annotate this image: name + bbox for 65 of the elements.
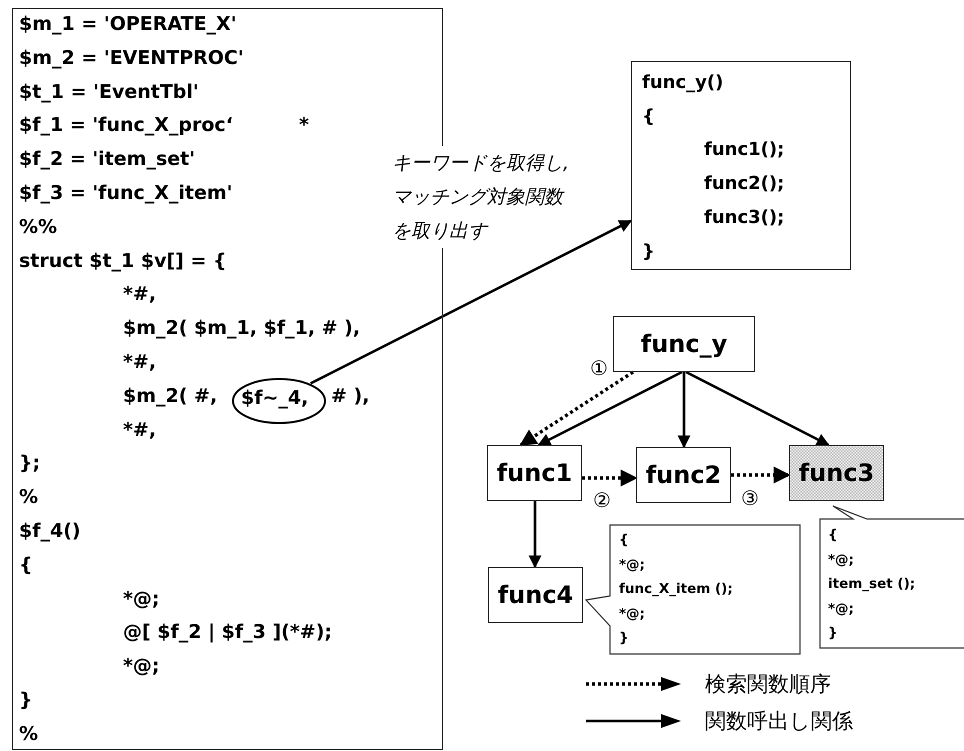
code-text: *@; (123, 655, 160, 678)
code-text: item_set (); (828, 576, 916, 592)
highlight-ellipse (232, 378, 326, 424)
code-text: func3(); (704, 207, 784, 228)
code-text: func1(); (704, 139, 784, 160)
code-text: } (828, 625, 838, 641)
function-name: func4 (496, 581, 574, 609)
function-box (613, 316, 755, 372)
code-text: $f~_4, (241, 387, 308, 409)
function-box (487, 445, 582, 501)
code-text: struct $t_1 $v[] = { (19, 250, 227, 272)
arrow (310, 220, 632, 385)
callout-bubble (585, 524, 801, 655)
code-text: @[ $f_2 | $f_3 ](*#); (123, 621, 332, 644)
arrow (685, 370, 830, 446)
legend-text: 検索関数順序 (705, 671, 831, 698)
code-text: } (19, 689, 33, 711)
code-text: { (642, 106, 655, 127)
dotted-arrow (731, 466, 791, 484)
dotted-arrow (519, 370, 634, 446)
code-text: } (619, 630, 629, 646)
code-text: *@; (619, 606, 645, 622)
code-text: *@; (619, 557, 645, 573)
code-text: $f_1 = 'func_X_proc‘ (19, 114, 233, 136)
callout-bubble (819, 505, 964, 649)
code-text: { (619, 532, 629, 548)
code-text: { (19, 554, 33, 576)
function-box (636, 447, 731, 503)
code-text: $m_2( $m_1, $f_1, # ), (123, 317, 360, 340)
legend-text: 関数呼出し関係 (705, 708, 853, 735)
code-text: func2(); (704, 173, 784, 194)
code-text: * (299, 114, 309, 136)
arrow (537, 370, 683, 446)
code-text: func_X_item (); (619, 581, 733, 597)
code-text: *@; (828, 552, 854, 568)
function-box (631, 61, 851, 270)
code-text: % (19, 486, 38, 508)
function-name: func1 (496, 459, 574, 487)
code-text: %% (19, 216, 58, 238)
code-text: }; (19, 452, 40, 474)
code-text: { (828, 527, 838, 543)
code-text: $m_1 = 'OPERATE_X' (19, 13, 237, 35)
code-text: $t_1 = 'EventTbl' (19, 80, 199, 103)
code-text: func_y() (642, 72, 724, 93)
function-name: func3 (798, 459, 876, 487)
code-text: $f_4() (19, 520, 81, 542)
arrow (678, 372, 690, 448)
function-name: func2 (644, 461, 722, 489)
code-text: } (642, 241, 655, 262)
code-text: # ), (331, 384, 370, 407)
code-text: $f_2 = 'item_set' (19, 148, 196, 170)
function-box (789, 445, 884, 501)
arrow (528, 501, 542, 568)
code-text: $m_2 = 'EVENTPROC' (19, 46, 244, 69)
code-text: $m_2( #, (123, 384, 218, 407)
function-name: func_y (640, 330, 728, 358)
code-text: *@; (828, 601, 854, 617)
code-text: *#, (123, 283, 156, 306)
code-text: *#, (123, 418, 156, 441)
code-text: *#, (123, 351, 156, 373)
code-text: *@; (123, 588, 160, 610)
code-text: $f_3 = 'func_X_item' (19, 182, 232, 204)
function-box (488, 567, 583, 623)
dotted-arrow (582, 470, 638, 486)
code-text: % (19, 722, 38, 745)
